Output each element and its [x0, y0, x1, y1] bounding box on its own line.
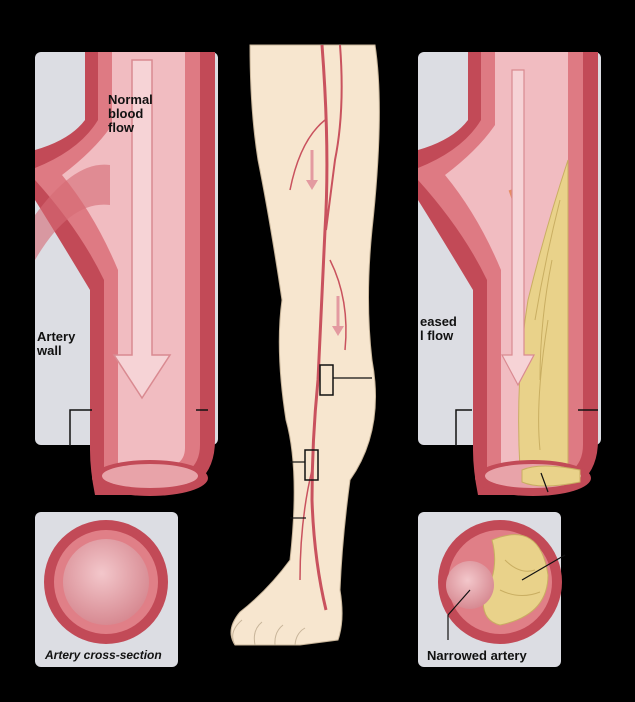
normal-flow-line1: Normal	[108, 92, 153, 107]
narrowed-cross-section-panel	[418, 512, 566, 667]
decreased-blood-flow-label: eased l flow	[420, 315, 457, 343]
artery-wall-line1: Artery	[37, 329, 76, 344]
decreased-flow-line2: l flow	[420, 328, 454, 343]
leg-illustration	[230, 44, 380, 646]
narrowed-artery-panel	[418, 52, 601, 496]
artery-wall-line2: wall	[37, 343, 62, 358]
artery-cross-section-caption: Artery cross-section	[45, 648, 162, 662]
normal-blood-flow-label: Normal blood flow	[108, 93, 153, 135]
normal-artery-panel	[35, 52, 218, 496]
narrowed-artery-caption: Narrowed artery	[427, 648, 527, 663]
decreased-flow-line1: eased	[420, 314, 457, 329]
normal-flow-line2: blood	[108, 106, 144, 121]
normal-cross-section-panel	[35, 512, 178, 667]
artery-wall-label: Artery wall	[37, 330, 75, 358]
normal-flow-line3: flow	[108, 120, 134, 135]
